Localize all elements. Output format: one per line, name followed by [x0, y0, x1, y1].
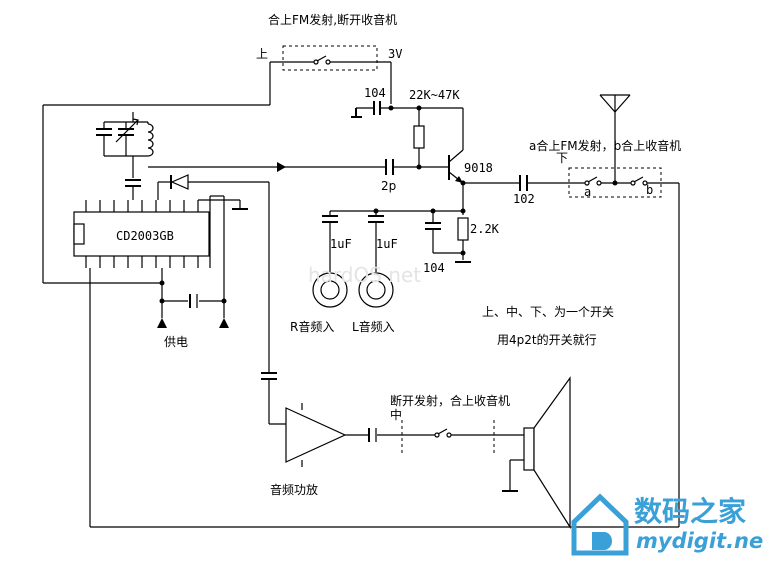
- brand-url: mydigit.net: [636, 529, 763, 553]
- transistor-9018: 9018 102: [448, 108, 585, 215]
- chip-cd2003gb: CD2003GB: [73, 199, 248, 268]
- l-input-label: L音频入: [352, 319, 395, 334]
- power-section: 供电: [157, 195, 229, 349]
- note-line1: 上、中、下、为一个开关: [482, 304, 614, 319]
- note-line2: 用4p2t的开关就行: [497, 332, 597, 347]
- middle-label: 中: [390, 407, 402, 422]
- diode-path: [157, 174, 286, 425]
- l-audio-jack: [358, 272, 394, 308]
- 3v-label: 3V: [388, 47, 402, 61]
- brand-cn: 数码之家: [634, 495, 746, 528]
- r-audio-jack: [312, 272, 348, 308]
- res-2k2-label: 2.2K: [470, 222, 500, 236]
- power-label: 供电: [164, 335, 188, 349]
- house-icon: [571, 493, 629, 556]
- lc-tank: [96, 112, 154, 200]
- speaker: [523, 427, 535, 471]
- lower-label: 下: [556, 151, 568, 165]
- bottom-return-wire: [89, 268, 679, 528]
- mydigit-logo: 数码之家 mydigit.net: [571, 493, 763, 556]
- bias-resistor: [413, 108, 425, 167]
- transistor-label: 9018: [464, 161, 493, 175]
- emitter-network: 2.2K 104 1uF 1uF R音频入 L音频入: [290, 208, 500, 334]
- rf-line: 2p: [148, 159, 449, 193]
- switch-upper-box: [282, 45, 378, 71]
- chip-label: CD2003GB: [116, 229, 174, 243]
- amp-triangle: [285, 407, 347, 463]
- switch-upper: 合上FM发射,断开收音机 上 3V: [256, 12, 402, 105]
- decoupling-top: 104 22K~47K: [351, 86, 463, 118]
- resistor-range-label: 22K~47K: [409, 88, 460, 102]
- upper-label: 上: [256, 47, 268, 61]
- faint-watermark: hardOS net: [308, 263, 421, 287]
- antenna-switch: a合上FM发射，b合上收音机 下 a b: [529, 94, 681, 527]
- title-top-label: 合上FM发射,断开收音机: [268, 12, 397, 27]
- mid-switch-label: 断开发射，合上收音机: [390, 393, 510, 408]
- switch-note: 上、中、下、为一个开关 用4p2t的开关就行: [482, 304, 614, 347]
- c104-top-label: 104: [364, 86, 386, 100]
- left-loop-wire: [42, 104, 270, 286]
- switch-b-label: b: [646, 183, 653, 197]
- amp-label: 音频功放: [270, 482, 318, 497]
- cap-1uf-r-label: 1uF: [330, 237, 352, 251]
- c104-bottom-label: 104: [423, 261, 445, 275]
- cap-1uf-l-label: 1uF: [376, 237, 398, 251]
- antenna-switch-label: a合上FM发射，b合上收音机: [529, 138, 681, 153]
- cap-2p-label: 2p: [381, 179, 396, 193]
- r-input-label: R音频入: [290, 319, 334, 334]
- cap-102-label: 102: [513, 192, 535, 206]
- switch-a-label: a: [584, 185, 591, 199]
- audio-amp-section: 音频功放 断开发射，合上收音机 中: [270, 376, 571, 530]
